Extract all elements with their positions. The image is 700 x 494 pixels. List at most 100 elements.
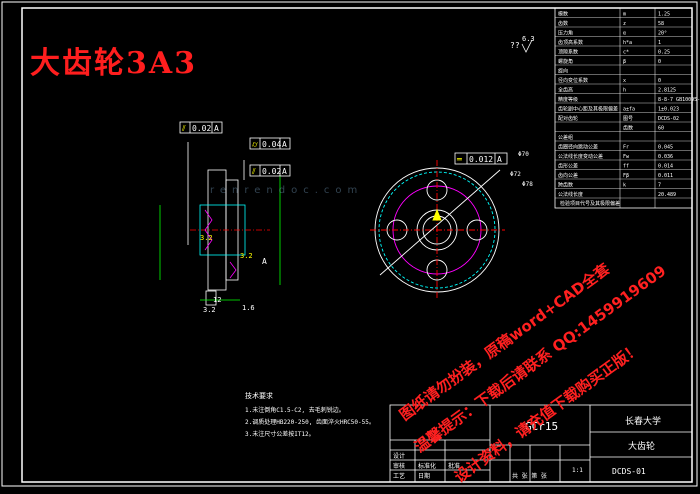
param-cell: k — [623, 183, 626, 189]
param-cell: 图号 — [623, 116, 633, 122]
param-cell: α — [623, 31, 626, 37]
length-label: 12 — [213, 296, 221, 304]
param-cell: 20.489 — [658, 192, 676, 198]
param-cell: 1.25 — [658, 12, 670, 18]
param-cell: Fw — [623, 154, 630, 160]
date-label: 日期 — [418, 472, 430, 480]
param-cell: m — [623, 12, 626, 18]
tolerance-value: 0.04 — [262, 140, 281, 149]
tolerance-symbol: ═ — [456, 155, 462, 164]
param-cell: 径向变位系数 — [558, 77, 588, 84]
param-cell: 压力角 — [558, 30, 573, 37]
param-cell: 精度等级 — [558, 96, 578, 103]
param-cell: 全齿高 — [558, 87, 573, 94]
param-cell: 7 — [658, 183, 661, 189]
diameter-label: Φ78 — [522, 181, 533, 188]
gear-front-view — [370, 160, 505, 300]
param-cell: 模数 — [558, 11, 568, 18]
approve-label: 批准 — [448, 462, 460, 470]
title-block — [389, 404, 693, 483]
param-cell: 公差组 — [558, 134, 573, 141]
param-cell: 齿顶高系数 — [558, 39, 583, 46]
param-cell: h — [623, 88, 626, 94]
surface-finish-icon — [521, 39, 533, 53]
param-cell: ff — [623, 164, 629, 170]
sheet-label: 共 张 第 张 — [512, 472, 547, 480]
outer-frame — [1, 1, 698, 487]
tolerance-symbol: ⫽ — [181, 124, 186, 133]
scale-label: 1:1 — [572, 467, 583, 474]
inner-frame — [21, 7, 693, 483]
param-cell: 8-8-7 GB10095-88 — [658, 97, 700, 103]
school-label: 长春大学 — [625, 415, 661, 427]
diameter-label: Φ72 — [510, 171, 521, 178]
param-cell: 0.036 — [658, 154, 673, 160]
param-cell: 齿数 — [623, 125, 633, 132]
param-cell: 齿形公差 — [558, 163, 578, 170]
checker-label: 审核 — [393, 462, 405, 470]
param-cell: 20° — [658, 31, 667, 37]
gear-side-view — [159, 142, 281, 306]
param-cell: Fβ — [623, 173, 629, 179]
param-cell: DCDS-02 — [658, 116, 679, 122]
param-cell: 0.045 — [658, 145, 673, 151]
param-cell: 1±0.023 — [658, 107, 679, 113]
param-cell: β — [623, 59, 626, 65]
roughness-label: 3.2 — [240, 252, 253, 260]
param-cell: 旋向 — [558, 68, 568, 75]
standard-label: 标准化 — [418, 462, 436, 470]
param-cell: c* — [623, 50, 629, 56]
param-cell: 0 — [658, 59, 661, 65]
param-cell: 齿向公差 — [558, 172, 578, 179]
param-cell: 螺旋角 — [558, 58, 573, 65]
param-cell: 顶隙系数 — [558, 49, 578, 56]
param-cell: 公法线长度 — [558, 191, 583, 198]
tolerance-frame-left-top: ⫽ 0.02 A — [179, 121, 223, 134]
tolerance-symbol: ⌭ — [252, 140, 258, 149]
note-item: 1.未注倒角C1.5-C2, 去毛刺锐边。 — [245, 406, 345, 414]
roughness-label: 3.2 — [203, 306, 216, 314]
param-cell: 跨齿数 — [558, 182, 573, 189]
param-cell: 0.014 — [658, 164, 673, 170]
surface-finish-value: 6.3 — [522, 35, 535, 43]
param-cell: 齿轮副中心距及其极限偏差 — [558, 106, 618, 113]
note-item: 3.未注尺寸公差按IT12。 — [245, 430, 315, 438]
param-cell: 齿圈径向跳动公差 — [558, 144, 598, 151]
param-cell: 1 — [658, 40, 661, 46]
tolerance-frame-mid-1: ⌭ 0.04 A — [249, 137, 291, 150]
roughness-label: 3.2 — [200, 234, 213, 242]
process-label: 工艺 — [393, 472, 405, 480]
tolerance-symbol: ⫽ — [251, 167, 256, 176]
note-item: 2.调质处理HB220-250, 齿面淬火HRC50-55。 — [245, 418, 375, 426]
surface-finish-marker: ?? — [510, 41, 520, 50]
tolerance-datum: A — [282, 167, 287, 176]
drawing-number: DCDS-01 — [612, 467, 646, 476]
watermark-logo: renrendoc.com — [210, 185, 364, 196]
param-cell: 0 — [658, 78, 661, 84]
tolerance-value: 0.02 — [262, 167, 281, 176]
designer-label: 设计 — [393, 452, 405, 460]
tolerance-value: 0.02 — [192, 124, 211, 133]
param-cell: 0.25 — [658, 50, 670, 56]
tolerance-datum: A — [282, 140, 287, 149]
tolerance-frame-right: ═ 0.012 A — [454, 152, 508, 165]
material-label: GCr15 — [525, 420, 558, 433]
tolerance-frame-mid-2: ⫽ 0.02 A — [249, 164, 291, 177]
drawing-title: 大齿轮3A3 — [30, 46, 198, 81]
datum-label: A — [262, 257, 267, 266]
notes-heading: 技术要求 — [245, 391, 273, 400]
param-cell: Fr — [623, 145, 629, 151]
param-cell: a±fa — [623, 107, 635, 113]
param-cell: 2.8125 — [658, 88, 676, 94]
technical-notes: 技术要求 1.未注倒角C1.5-C2, 去毛刺锐边。 2.调质处理HB220-2… — [245, 391, 375, 438]
tolerance-value: 0.012 — [469, 155, 493, 164]
param-cell: x — [623, 78, 626, 84]
param-cell: 配对齿轮 — [558, 115, 578, 122]
param-cell: 公法线长度变动公差 — [558, 153, 603, 160]
param-cell: 60 — [658, 126, 664, 132]
roughness-label: 1.6 — [242, 304, 255, 312]
diameter-label: Φ70 — [518, 151, 529, 158]
